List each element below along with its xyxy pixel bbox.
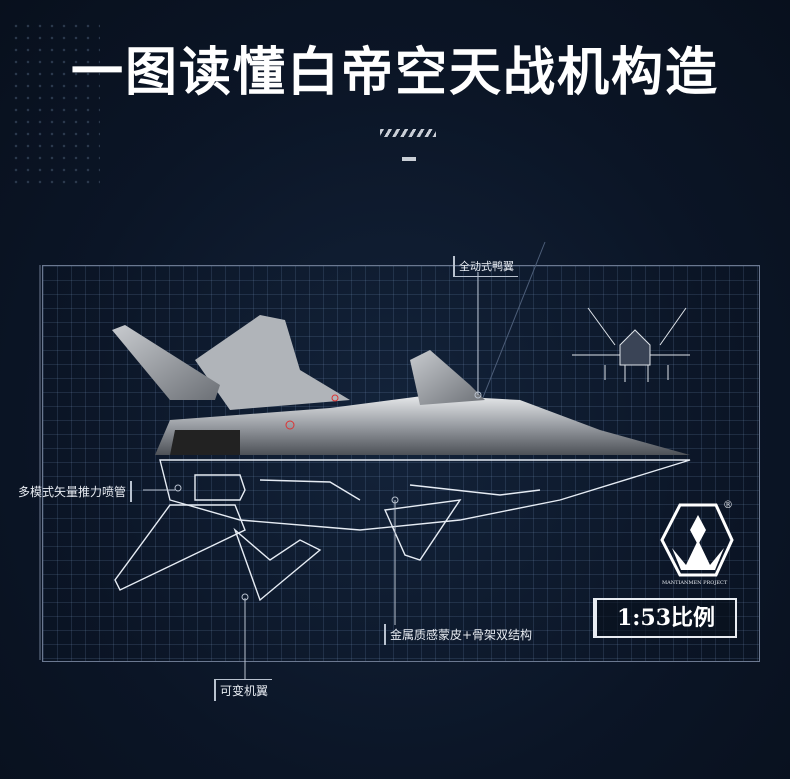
callout-wing: 可变机翼 xyxy=(214,679,273,701)
dot-pattern-decoration xyxy=(10,20,100,190)
callout-nozzle: 多模式矢量推力喷管 xyxy=(14,481,133,502)
stripe-decoration xyxy=(380,129,436,137)
wireframe-structure xyxy=(114,459,691,602)
jet-body xyxy=(112,315,690,455)
scale-badge: 1:53比例 xyxy=(593,598,737,638)
front-view-diagram xyxy=(572,307,690,382)
callout-lines xyxy=(39,265,482,680)
logo-caption: MANTIANMEN PROJECT xyxy=(662,580,728,586)
blueprint-grid-frame xyxy=(42,265,760,662)
dash-decoration xyxy=(402,157,416,161)
registered-mark: ® xyxy=(723,500,733,511)
mantianmen-logo xyxy=(660,503,734,577)
page-title: 一图读懂白帝空天战机构造 xyxy=(70,42,719,103)
callout-skin: 金属质感蒙皮+骨架双结构 xyxy=(384,624,536,645)
callout-canard: 全动式鸭翼 xyxy=(453,256,518,277)
